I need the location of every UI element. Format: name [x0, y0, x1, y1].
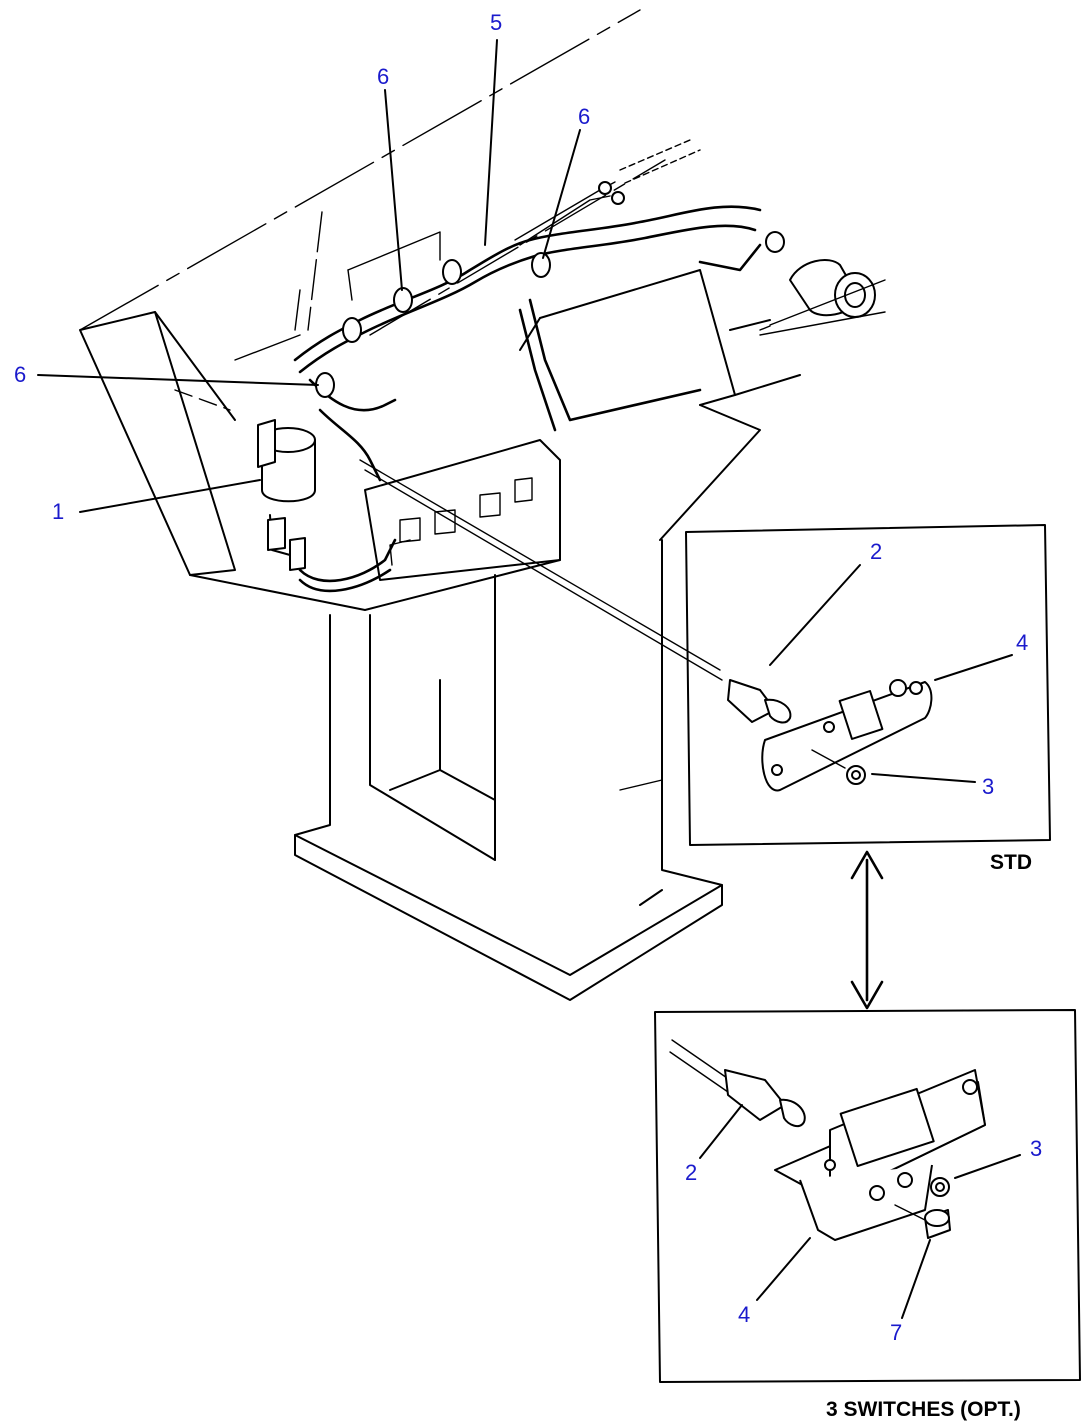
- callout-1: 1: [52, 499, 64, 524]
- callout-3-std: 3: [982, 774, 994, 799]
- callout-labels: 5 6 6 6 1 2 4 3 2 3 4 7 STD 3 SWITCHES (…: [14, 10, 1042, 1421]
- std-panel-caption: STD: [990, 851, 1032, 874]
- leader-lines: [37, 39, 581, 513]
- wiring-harness: [293, 139, 886, 681]
- callout-5-top: 5: [490, 10, 502, 35]
- callout-4-opt: 4: [738, 1302, 750, 1327]
- opt-panel: [654, 1009, 1081, 1383]
- callout-4-std: 4: [1016, 630, 1028, 655]
- callout-6-upper-left: 6: [377, 64, 389, 89]
- std-panel: [685, 524, 1051, 846]
- callout-6-left: 6: [14, 362, 26, 387]
- double-arrow: [850, 850, 884, 1010]
- callout-6-upper-right: 6: [578, 104, 590, 129]
- callout-2-std: 2: [870, 539, 882, 564]
- flasher-unit: [257, 419, 316, 571]
- callout-2-opt: 2: [685, 1160, 697, 1185]
- console-body: [79, 9, 801, 1001]
- callout-3-opt: 3: [1030, 1136, 1042, 1161]
- callout-7-opt: 7: [890, 1320, 902, 1345]
- opt-panel-caption: 3 SWITCHES (OPT.): [826, 1398, 1021, 1421]
